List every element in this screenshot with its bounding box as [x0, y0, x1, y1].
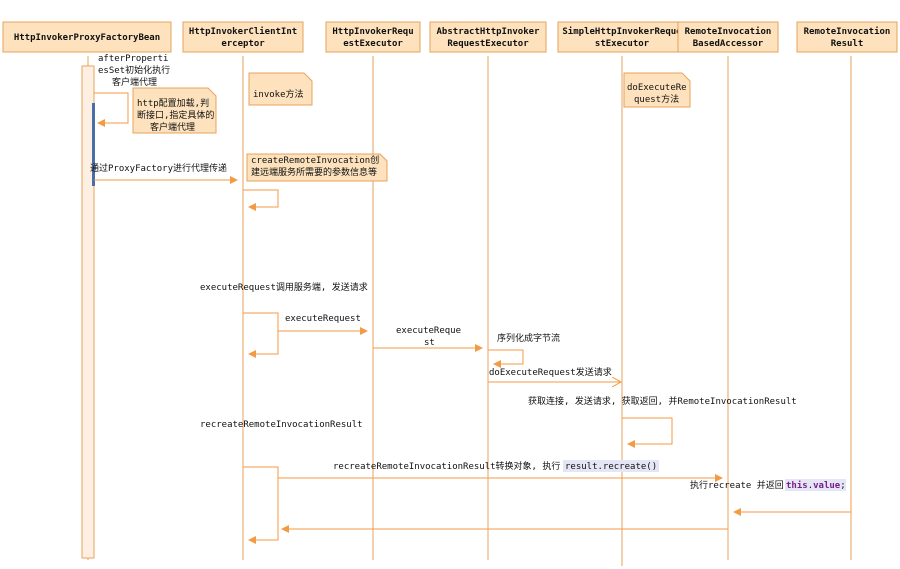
recreate-message-code: result.recreate() [565, 462, 657, 472]
participant-p5-name-line2: stExecutor [595, 39, 650, 49]
afterproperties-label-line1: afterProperti [98, 54, 168, 64]
get-connection-self-call [622, 417, 673, 448]
afterproperties-label-line2: esSet初始化执行 [98, 64, 170, 76]
note-http-config-line2: 断接口,指定具体的 [137, 109, 214, 121]
participant-p4-name-line1: AbstractHttpInvoker [437, 27, 541, 37]
note-create-remote-line1: createRemoteInvocation创 [251, 154, 379, 166]
note-invoke-text: invoke方法 [253, 88, 304, 100]
execute-request-note: executeRequest调用服务端, 发送请求 [200, 281, 368, 293]
note-http-config-line1: http配置加载,判 [137, 97, 209, 109]
execute-request-label: executeRequest [285, 314, 361, 324]
participant-p3: HttpInvokerRequ estExecutor [325, 21, 421, 53]
afterproperties-self-call [94, 92, 129, 127]
recreate-self-call [243, 466, 279, 544]
return-from-result-arrow [733, 494, 852, 516]
recreate-result-note: recreateRemoteInvocationResult [200, 420, 363, 430]
participant-p5: SimpleHttpInvokerReque stExecutor [557, 21, 687, 53]
participant-p6: RemoteInvocation BasedAccessor [677, 21, 779, 53]
participant-p7-name-line1: RemoteInvocation [804, 26, 891, 37]
participant-p7: RemoteInvocation Result [796, 21, 898, 53]
note-create-remote: createRemoteInvocation创 建远端服务所需要的参数信息等 [246, 153, 388, 182]
note-http-config-line3: 客户端代理 [150, 121, 195, 133]
get-connection-label: 获取连接, 发送请求, 获取返回, 并RemoteInvocationResul… [528, 395, 797, 407]
execute-reque-label-line1: executeReque [396, 326, 461, 336]
note-invoke: invoke方法 [248, 72, 313, 106]
note-do-execute: doExecuteRe quest方法 [623, 72, 691, 108]
proxy-message-label: 通过ProxyFactory进行代理传递 [90, 162, 227, 174]
this-value-code: this.value; [786, 480, 846, 491]
participant-p6-name-line2: BasedAccessor [693, 39, 764, 49]
participant-p6-name-line1: RemoteInvocation [685, 26, 772, 37]
note-do-execute-line2: quest方法 [634, 93, 679, 105]
participant-p7-name-line2: Result [831, 39, 864, 49]
create-remote-self-call [243, 189, 279, 211]
participant-p5-name-line1: SimpleHttpInvokerReque [562, 26, 682, 37]
participant-p2-name-line2: erceptor [221, 39, 265, 49]
note-http-config: http配置加载,判 断接口,指定具体的 客户端代理 [132, 87, 217, 134]
do-execute-request-label: doExecuteRequest发送请求 [489, 366, 612, 378]
participant-p2-name-line1: HttpInvokerClientInt [189, 26, 297, 37]
participant-p1-name: HttpInvokerProxyFactoryBean [14, 33, 160, 43]
participant-p2: HttpInvokerClientInt erceptor [182, 21, 304, 53]
code-highlight [563, 460, 659, 472]
exec-recreate-label: 执行recreate 并返回 [690, 479, 784, 491]
activation-p1 [81, 65, 95, 559]
note-do-execute-line1: doExecuteRe [627, 83, 687, 93]
selected-activation-bar [92, 103, 95, 186]
recreate-message-label: recreateRemoteInvocationResult转换对象, 执行 [333, 460, 560, 472]
participant-p4: AbstractHttpInvoker RequestExecutor [429, 21, 547, 53]
participant-p3-name-line2: estExecutor [343, 39, 403, 49]
participant-p3-name-line1: HttpInvokerRequ [332, 27, 413, 37]
this-value-highlight [785, 479, 846, 491]
participant-p1: HttpInvokerProxyFactoryBean [2, 21, 172, 53]
execute-reque-label-line2: st [424, 338, 435, 348]
execute-request-self-call [243, 312, 279, 358]
serialize-self-call [488, 349, 524, 368]
participant-p4-name-line2: RequestExecutor [447, 39, 529, 49]
note-create-remote-line2: 建远端服务所需要的参数信息等 [251, 166, 377, 178]
serialize-label: 序列化成字节流 [497, 332, 560, 344]
afterproperties-label-line3: 客户端代理 [112, 76, 157, 88]
